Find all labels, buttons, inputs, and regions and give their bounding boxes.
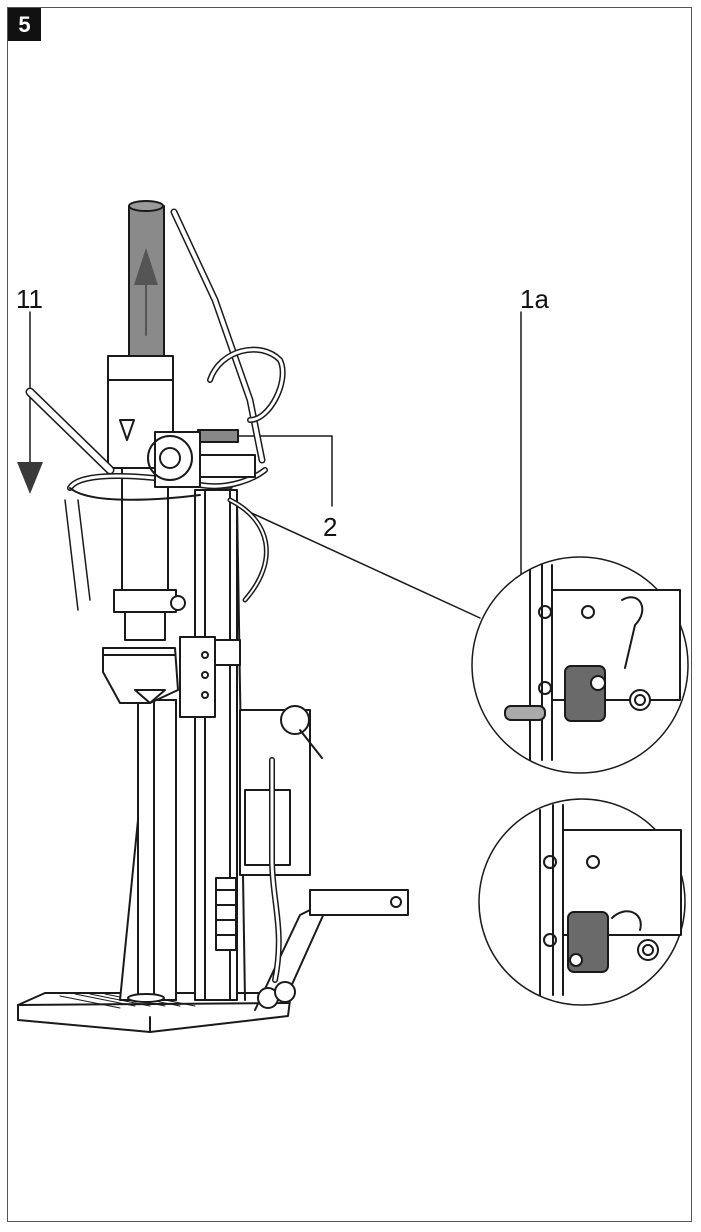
locking-mechanism [147,429,256,488]
upper-frame [170,208,286,603]
detail-view-pin-released [471,556,689,774]
arrow-down-left-icon [17,462,43,494]
callout-11: 11 [16,284,43,314]
carriage-plate [179,636,241,718]
callout-1a: 1a [520,284,549,314]
figure-frame [7,7,692,1222]
figure-number-badge: 5 [8,8,41,41]
callout-2: 2 [323,512,338,542]
detail-view-pin-locked [478,798,686,1006]
pedestal-rod [127,699,165,1003]
arrow-up-icon [134,248,158,285]
hydraulic-cylinder [107,200,186,641]
base-plate [17,992,291,1033]
tow-frame [254,757,409,1011]
splitting-wedge [102,647,179,704]
control-lever [25,387,115,611]
